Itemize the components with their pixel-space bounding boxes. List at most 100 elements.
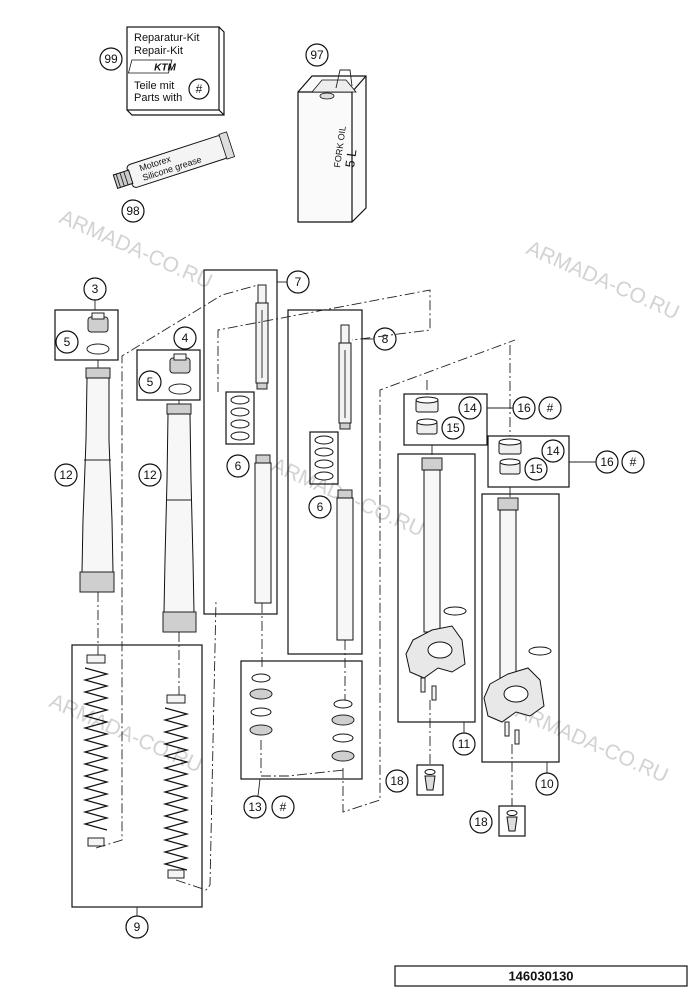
callout-7-label: 7 [295, 275, 302, 289]
diagram-code: 146030130 [508, 969, 573, 984]
watermark-text: ARMADA-CO.RU [523, 237, 683, 325]
callout-8[interactable]: 8 [373, 327, 397, 351]
callout-98[interactable]: 98 [121, 199, 145, 223]
callout-13[interactable]: 13 [243, 795, 267, 819]
callout-18a[interactable]: 18 [385, 769, 409, 793]
callout-5b[interactable]: 5 [138, 370, 162, 394]
seal-kit-box-3 [54, 309, 119, 361]
callout-16a[interactable]: 16 [512, 396, 536, 420]
watermark-text: ARMADA-CO.RU [512, 700, 672, 788]
outer-tube-right [162, 403, 197, 633]
callout-15b[interactable]: 15 [524, 457, 548, 481]
callout-16b-hash-label: # [630, 455, 637, 469]
callout-15a[interactable]: 15 [441, 416, 465, 440]
callout-13-hash[interactable]: # [271, 795, 295, 819]
callout-14b[interactable]: 14 [541, 439, 565, 463]
outer-tube-left [79, 367, 115, 593]
callout-10-label: 10 [540, 777, 554, 791]
ktm-logo-text: KTM [154, 63, 176, 74]
callout-6b[interactable]: 6 [308, 495, 332, 519]
spring-left [82, 654, 110, 847]
repair-kit-line4: Parts with [134, 92, 182, 104]
seal-cap-4 [168, 353, 192, 395]
orings-6b [314, 435, 334, 481]
inner-tube-box-11 [397, 453, 476, 723]
callout-97[interactable]: 97 [305, 43, 329, 67]
fork-oil-can: FORK OIL 5 L [297, 69, 367, 223]
seal-cap-3 [86, 312, 110, 355]
orings-6a [230, 395, 250, 441]
seals-13-right [331, 699, 355, 762]
callout-16a-label: 16 [517, 401, 531, 415]
repair-kit-card: Reparatur-Kit Repair-Kit KTM Teile mit P… [126, 26, 225, 116]
callout-4[interactable]: 4 [173, 326, 197, 350]
repair-kit-line3: Teile mit [134, 80, 174, 92]
oring-box-6b [309, 431, 339, 485]
inner-tube-10 [483, 497, 552, 745]
callout-5b-label: 5 [147, 375, 154, 389]
spring-right [162, 694, 190, 879]
callout-6a[interactable]: 6 [226, 454, 250, 478]
callout-16b[interactable]: 16 [595, 450, 619, 474]
callout-18b-label: 18 [474, 815, 488, 829]
callout-16b-label: 16 [600, 455, 614, 469]
callout-5a-label: 5 [64, 335, 71, 349]
callout-11-label: 11 [458, 737, 471, 751]
callout-3[interactable]: 3 [83, 277, 107, 301]
callout-5a[interactable]: 5 [55, 330, 79, 354]
cartridge-8 [336, 324, 354, 641]
seals-13-left [249, 673, 273, 736]
callout-12a-label: 12 [59, 468, 73, 482]
bleed-screw-18b [506, 810, 518, 832]
grease-tube: Motorex Silicone grease [112, 131, 236, 189]
callout-12b[interactable]: 12 [138, 463, 162, 487]
callout-13-label: 13 [248, 800, 262, 814]
callout-14a[interactable]: 14 [458, 396, 482, 420]
callout-4-label: 4 [182, 331, 189, 345]
inner-tube-box-10 [481, 493, 560, 763]
assembly-lines [95, 284, 516, 891]
seal-kit-box-13 [240, 660, 363, 780]
callout-18a-label: 18 [390, 774, 404, 788]
callout-97-label: 97 [310, 48, 324, 62]
watermark-layer: ARMADA-CO.RU ARMADA-CO.RU ARMADA-CO.RU A… [46, 206, 683, 788]
callout-8-label: 8 [382, 332, 389, 346]
fork-oil-volume: 5 L [342, 148, 359, 168]
oring-box-6a [225, 391, 255, 445]
callout-15a-label: 15 [446, 421, 460, 435]
callout-14a-label: 14 [463, 401, 477, 415]
diagram-code-box: 146030130 [394, 965, 688, 987]
callout-18b[interactable]: 18 [469, 810, 493, 834]
callout-16a-hash-label: # [547, 401, 554, 415]
callout-16b-hash[interactable]: # [621, 450, 645, 474]
cartridge-7 [254, 284, 272, 604]
bleed-screw-18a [424, 769, 436, 791]
bushings-lower [498, 438, 522, 475]
callout-13-hash-label: # [280, 800, 287, 814]
callout-11[interactable]: 11 [452, 732, 476, 756]
repair-kit-line1: Reparatur-Kit [134, 32, 199, 44]
ktm-logo: KTM [127, 59, 176, 74]
bushing-box-upper [403, 393, 488, 446]
callout-9-label: 9 [134, 920, 141, 934]
callout-7[interactable]: 7 [286, 270, 310, 294]
callout-6a-label: 6 [235, 459, 242, 473]
repair-kit-hash-symbol: # [196, 82, 203, 96]
bushings-upper [415, 396, 439, 435]
inner-tube-11 [405, 457, 467, 701]
callout-98-label: 98 [126, 204, 140, 218]
bushing-box-lower [487, 435, 570, 488]
callout-9[interactable]: 9 [125, 915, 149, 939]
callout-99-label: 99 [104, 52, 118, 66]
callout-16a-hash[interactable]: # [538, 396, 562, 420]
callout-12b-label: 12 [143, 468, 157, 482]
callout-15b-label: 15 [529, 462, 543, 476]
bleed-screw-box-18a [416, 764, 444, 796]
callout-12a[interactable]: 12 [54, 463, 78, 487]
callout-14b-label: 14 [546, 444, 560, 458]
spring-box-9 [71, 644, 203, 908]
callout-99[interactable]: 99 [99, 47, 123, 71]
seal-kit-box-4 [136, 349, 201, 401]
callout-10[interactable]: 10 [535, 772, 559, 796]
